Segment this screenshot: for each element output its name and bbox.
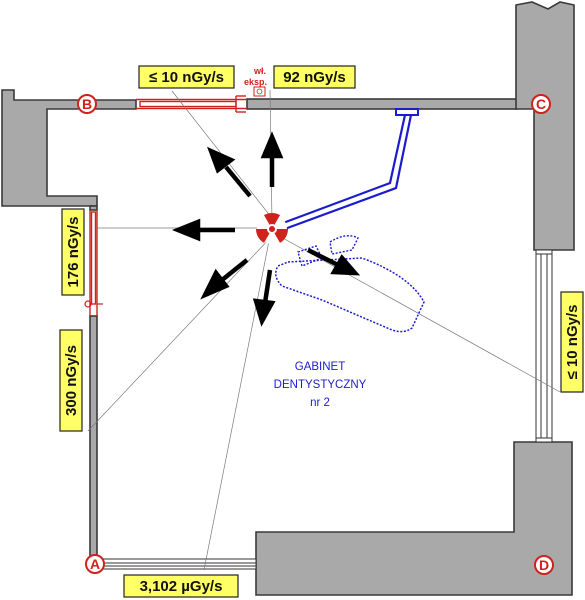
door-left bbox=[90, 211, 97, 305]
arrow-down bbox=[262, 269, 273, 304]
exposure-switch: wł. eksp. bbox=[244, 66, 267, 97]
label-bottom-window: 3,102 µGy/s bbox=[123, 574, 239, 598]
room-label-line2: DENTYSTYCZNY bbox=[274, 379, 367, 391]
svg-text:92 nGy/s: 92 nGy/s bbox=[283, 69, 346, 86]
wall-top-left bbox=[1, 89, 137, 207]
windows bbox=[97, 249, 553, 570]
label-left-door: 176 nGy/s bbox=[61, 208, 85, 296]
switch-label-line2: eksp. bbox=[244, 77, 267, 87]
label-right-window: ≤ 10 nGy/s bbox=[560, 291, 584, 393]
svg-text:D: D bbox=[539, 557, 549, 573]
svg-text:A: A bbox=[90, 556, 100, 572]
room-label-line1: GABINET bbox=[295, 361, 345, 373]
walls bbox=[1, 1, 575, 596]
measurement-labels: ≤ 10 nGy/s 92 nGy/s 176 nGy/s 300 nGy/s … bbox=[59, 65, 584, 598]
switch-label-line1: wł. bbox=[253, 66, 266, 76]
dental-unit bbox=[274, 108, 425, 333]
door-top bbox=[139, 100, 237, 108]
corner-d: D bbox=[534, 555, 554, 575]
corner-c: C bbox=[531, 94, 551, 114]
ceiling-mount bbox=[395, 108, 419, 116]
label-left-wall: 300 nGy/s bbox=[59, 329, 83, 432]
radiation-icon bbox=[255, 212, 289, 244]
wall-top bbox=[246, 98, 518, 110]
dental-chair bbox=[275, 257, 425, 333]
wall-right-lower bbox=[255, 441, 573, 596]
corner-b: B bbox=[77, 94, 97, 114]
svg-text:3,102 µGy/s: 3,102 µGy/s bbox=[140, 578, 223, 595]
svg-text:≤ 10 nGy/s: ≤ 10 nGy/s bbox=[149, 69, 224, 86]
label-top-left-door: ≤ 10 nGy/s bbox=[138, 65, 235, 89]
svg-text:176 nGy/s: 176 nGy/s bbox=[65, 217, 82, 288]
wall-left-upper bbox=[89, 205, 98, 211]
arrow-down-left bbox=[220, 258, 249, 282]
room-label: GABINET DENTYSTYCZNY nr 2 bbox=[274, 361, 367, 409]
emission-arrows bbox=[171, 131, 361, 327]
svg-text:300 nGy/s: 300 nGy/s bbox=[63, 345, 80, 416]
label-top-wall: 92 nGy/s bbox=[273, 65, 356, 89]
svg-text:≤ 10 nGy/s: ≤ 10 nGy/s bbox=[564, 305, 581, 380]
corner-markers: A B C D bbox=[77, 94, 554, 575]
room-label-line3: nr 2 bbox=[310, 397, 330, 409]
window-right bbox=[535, 249, 553, 443]
svg-text:B: B bbox=[82, 96, 92, 112]
wall-left bbox=[89, 315, 98, 567]
measurement-lines bbox=[87, 89, 561, 571]
wall-right-upper bbox=[515, 1, 575, 251]
corner-a: A bbox=[85, 554, 105, 574]
window-bottom bbox=[97, 558, 257, 570]
svg-text:C: C bbox=[536, 96, 546, 112]
arrow-right bbox=[306, 247, 340, 268]
switch-icon bbox=[253, 86, 266, 97]
arrow-up-left bbox=[224, 165, 252, 198]
